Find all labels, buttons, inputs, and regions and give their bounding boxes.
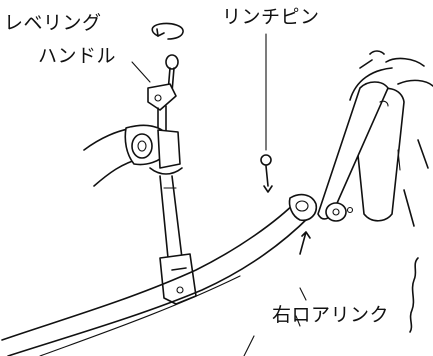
handle-leader-line: [131, 61, 151, 83]
lower-yoke: [159, 253, 197, 305]
upper-lift-arm: [83, 124, 183, 187]
label-handle: ハンドル: [38, 45, 117, 67]
rotation-arrow-icon: [151, 22, 184, 40]
small-arrow-icon: [299, 231, 311, 255]
linch-pin: [260, 33, 273, 193]
label-leveling: レベリング: [4, 12, 102, 34]
tractor-hitch-bracket: [243, 50, 433, 356]
leveling-handle: [147, 54, 179, 133]
label-right-lower-link: 右ロアリンク: [272, 304, 390, 326]
right-lower-link: [1, 193, 318, 356]
leveling-rod: [159, 175, 183, 259]
label-linch-pin: リンチピン: [222, 6, 320, 28]
